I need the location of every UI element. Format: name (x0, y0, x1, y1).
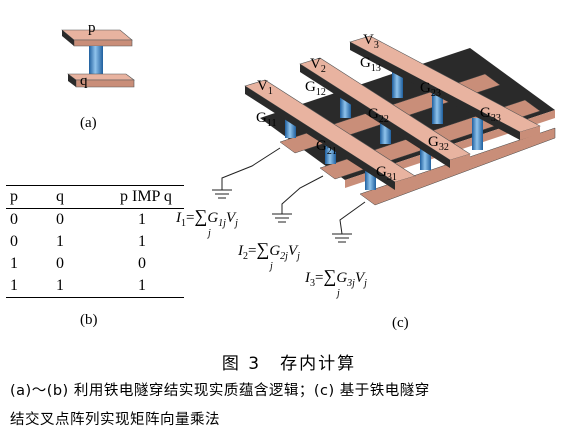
conductance-label-g12: G12 (305, 79, 326, 98)
sum-index-j-1: j (208, 228, 211, 239)
cell-p: 0 (10, 233, 18, 250)
cell-q: 1 (56, 233, 64, 250)
current-equation-i3: I3=∑G3jVj (305, 266, 367, 289)
voltage-label-v2: V2 (310, 56, 326, 75)
voltage-label-v3: V3 (363, 32, 379, 51)
top-electrode (61, 29, 133, 47)
conductance-label-g33: G33 (480, 105, 501, 124)
caption-line-1: (a)～(b) 利用铁电隧穿结实现实质蕴含逻辑；(c) 基于铁电隧穿 (10, 383, 430, 399)
truth-table-header: p q p IMP q (6, 186, 184, 209)
conductance-label-g22: G22 (368, 106, 389, 125)
current-equation-i1: I1=∑G1jVj (176, 206, 238, 229)
bottom-electrode (67, 73, 135, 88)
terminal-q-label: q (80, 73, 88, 89)
sum-index-j-3: j (337, 288, 340, 299)
cell-p: 0 (10, 211, 18, 228)
panel-a-label: (a) (80, 115, 97, 131)
cell-imp: 0 (138, 255, 146, 272)
crossbar-array-diagram (212, 35, 556, 243)
cell-p: 1 (10, 255, 18, 272)
table-row: 1 0 0 (6, 253, 184, 275)
cell-q: 0 (56, 211, 64, 228)
terminal-p-label: p (88, 20, 96, 36)
header-p-imp-q: p IMP q (120, 188, 172, 205)
conductance-label-g32: G32 (428, 134, 449, 153)
header-q: q (56, 188, 64, 205)
cell-imp: 1 (138, 277, 146, 294)
cell-q: 1 (56, 277, 64, 294)
table-row: 0 1 1 (6, 231, 184, 253)
cell-q: 0 (56, 255, 64, 272)
ftj-pillar (89, 46, 103, 78)
conductance-label-g21: G21 (316, 138, 337, 157)
ground-wires (212, 147, 366, 243)
conductance-label-g13: G13 (360, 55, 381, 74)
current-equation-i2: I2=∑G2jVj (238, 239, 300, 262)
caption-line-2: 结交叉点阵列实现矩阵向量乘法 (10, 412, 220, 428)
ftj-device-diagram (61, 29, 135, 88)
cell-imp: 1 (138, 211, 146, 228)
sum-index-j-2: j (270, 261, 273, 272)
cell-imp: 1 (138, 233, 146, 250)
conductance-label-g23: G23 (420, 80, 441, 99)
conductance-label-g31: G31 (376, 164, 397, 183)
conductance-label-g11: G11 (256, 110, 277, 129)
cell-p: 1 (10, 277, 18, 294)
panel-c-label: (c) (392, 315, 409, 331)
table-row: 0 0 1 (6, 209, 184, 232)
voltage-label-v1: V1 (257, 78, 273, 97)
table-row: 1 1 1 (6, 275, 184, 298)
imp-truth-table: p q p IMP q 0 0 1 0 1 1 1 0 0 1 1 1 (6, 185, 184, 298)
panel-b-label: (b) (80, 312, 98, 328)
header-p: p (10, 188, 18, 205)
column-electrodes (244, 35, 541, 190)
figure-title: 图 3 存内计算 (221, 354, 357, 374)
